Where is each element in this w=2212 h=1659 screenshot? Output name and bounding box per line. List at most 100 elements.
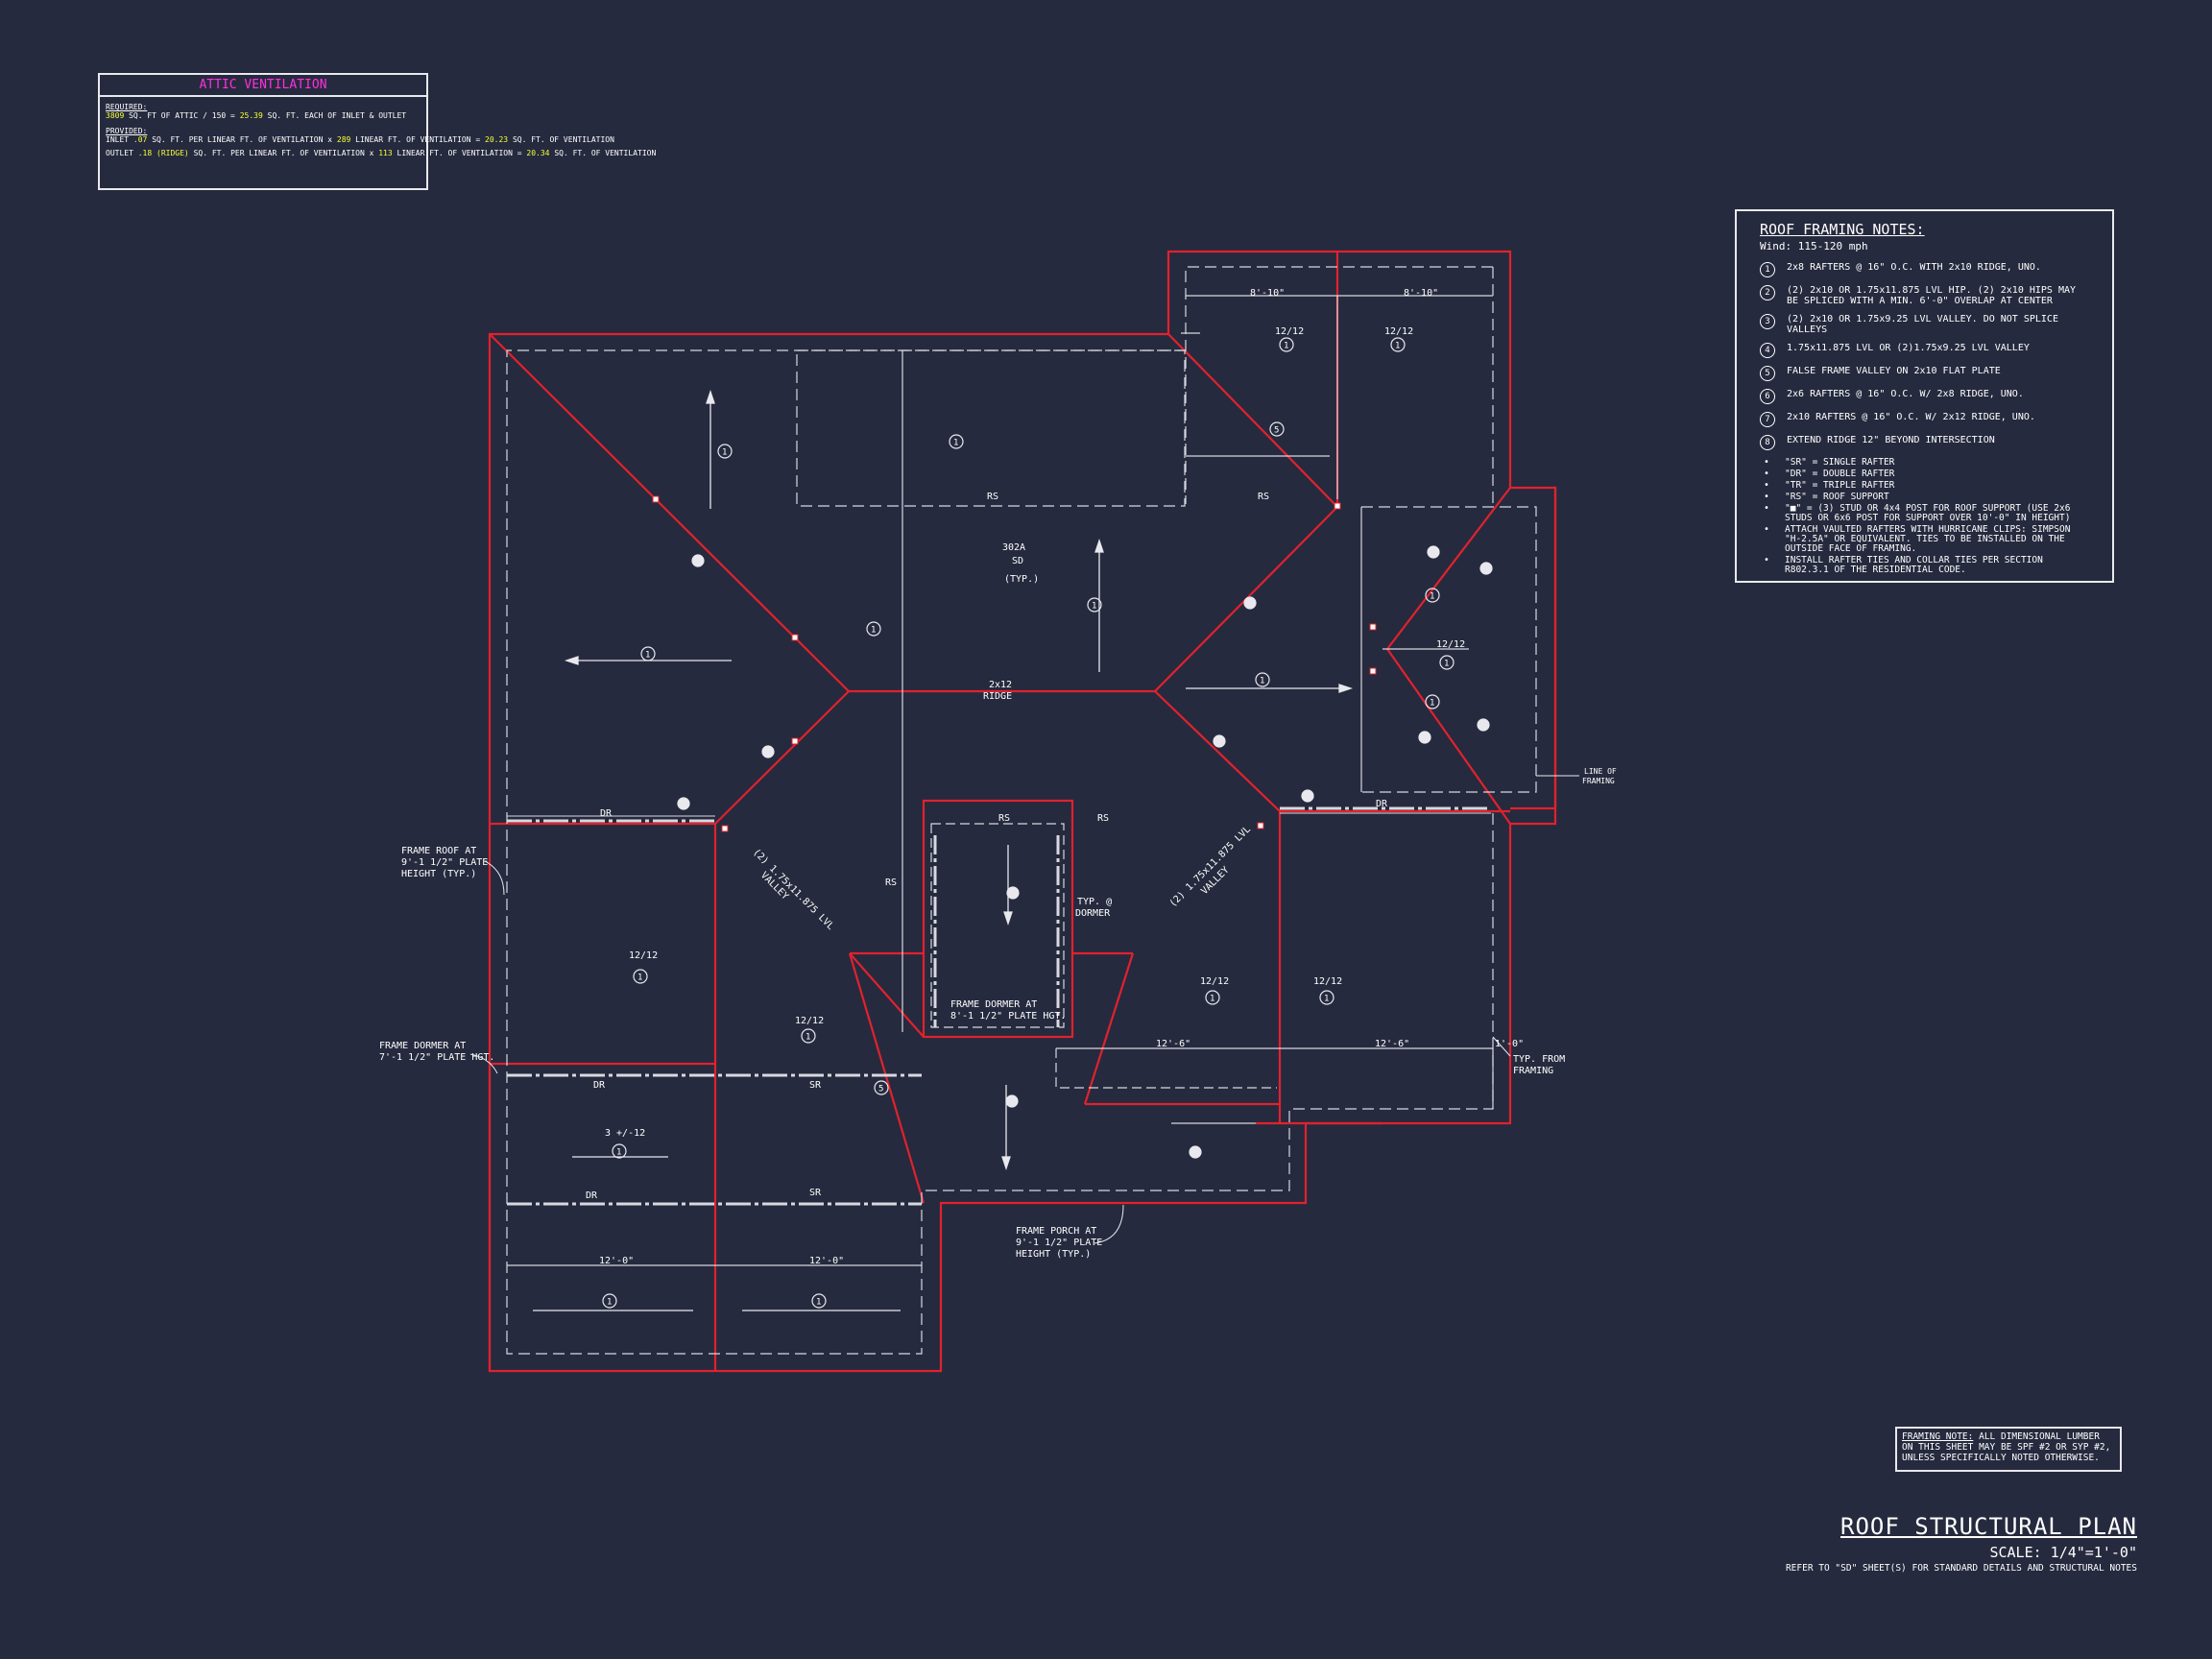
bullet-icon: • [1764, 492, 1769, 502]
label-sd-tag: SD [1012, 556, 1023, 566]
note-text: 2x10 RAFTERS @ 16" O.C. W/ 2x12 RIDGE, U… [1787, 412, 2035, 422]
framing-bullet-item: •"■" = (3) STUD OR 4x4 POST FOR ROOF SUP… [1760, 504, 2089, 523]
label-pitch: 3 +/-12 [605, 1128, 645, 1139]
bullet-icon: • [1764, 480, 1769, 491]
bullet-text: INSTALL RAFTER TIES AND COLLAR TIES PER … [1785, 555, 2043, 575]
note-ref-label: 1 [1092, 602, 1096, 612]
note-ref-label: 1 [607, 1298, 612, 1308]
label-dim: 1'-0" [1495, 1039, 1524, 1049]
bullet-icon: • [1764, 457, 1769, 468]
post-marker [791, 634, 799, 641]
hip-ref-symbol [1243, 596, 1257, 610]
framing-note-item: 3(2) 2x10 OR 1.75x9.25 LVL VALLEY. DO NO… [1760, 314, 2089, 335]
label-rs: RS [1258, 492, 1269, 502]
bullet-text: "DR" = DOUBLE RAFTER [1785, 469, 1895, 479]
vent-outlet-lf-text: LINEAR FT. OF VENTILATION = [397, 149, 522, 157]
post-marker [791, 737, 799, 745]
note-ref-label: 1 [1430, 699, 1434, 709]
label-dim: 8'-10" [1250, 288, 1285, 299]
callout-frame-dormer-left: 7'-1 1/2" PLATE HGT. [379, 1052, 494, 1063]
label-dr: DR [586, 1190, 598, 1201]
note-ref-label: 1 [1444, 660, 1449, 669]
attic-ventilation-table: ATTIC VENTILATION REQUIRED: 3809 SQ. FT … [98, 73, 656, 190]
note-ref-symbol [1319, 990, 1334, 1005]
vent-inlet-row: INLET .07 SQ. FT. PER LINEAR FT. OF VENT… [106, 135, 614, 145]
framing-bullet-item: •"RS" = ROOF SUPPORT [1760, 493, 2089, 502]
label-ridge-2x12: 2x12 [989, 680, 1012, 690]
framing-bullet-item: • "DR" = DOUBLE RAFTER [1760, 469, 2089, 479]
vent-inlet-label: INLET [106, 135, 130, 144]
callout-frame-porch: HEIGHT (TYP.) [1016, 1249, 1091, 1260]
framing-note-label: FRAMING NOTE: [1902, 1431, 1974, 1442]
hip-ref-symbol [1427, 545, 1440, 559]
note-ref-symbol [1255, 672, 1270, 687]
note-ref-label: 1 [805, 1033, 810, 1043]
label-dr: DR [593, 1080, 606, 1091]
notes-bullets: •"SR" = SINGLE RAFTER•"DR" = DOUBLE RAFT… [1760, 458, 2089, 575]
label-rs: RS [885, 878, 897, 888]
callout-typ-from-framing: TYP. FROM [1513, 1054, 1565, 1065]
label-sd-ref: 302A [1002, 542, 1025, 553]
note-number: 6 [1760, 389, 1775, 404]
note-ref-symbol [1269, 421, 1285, 437]
label-typ-dormer: TYP. @ [1077, 897, 1112, 907]
plan-callouts: FRAME ROOF AT 9'-1 1/2" PLATE HEIGHT (TY… [379, 767, 1617, 1260]
label-pitch: 12/12 [1275, 326, 1304, 337]
label-pitch: 12/12 [1313, 976, 1342, 987]
hip-ref-symbol [677, 797, 690, 810]
label-pitch: 12/12 [1436, 639, 1465, 650]
hip-ref-symbol [761, 745, 775, 758]
vent-outlet-text: SQ. FT. PER LINEAR FT. OF VENTILATION x [193, 149, 374, 157]
vent-outlet-result: 20.34 [526, 149, 550, 157]
note-ref-symbol [612, 1143, 627, 1159]
vent-required-result: 25.39 [239, 111, 263, 120]
post-marker [1369, 667, 1377, 675]
label-valley-lvl: (2) 1.75x11.875 LVL [751, 847, 836, 932]
label-dr: DR [600, 808, 613, 819]
label-typ: (TYP.) [1004, 574, 1039, 585]
vent-inlet-lf-text: LINEAR FT. OF VENTILATION = [355, 135, 481, 144]
bullet-text: "■" = (3) STUD OR 4x4 POST FOR ROOF SUPP… [1785, 503, 2071, 523]
framing-note-item: 2(2) 2x10 OR 1.75x11.875 LVL HIP. (2) 2x… [1760, 285, 2089, 306]
note-ref-label: 1 [953, 439, 958, 448]
note-ref-symbol [1425, 588, 1440, 603]
callout-frame-roof: HEIGHT (TYP.) [401, 869, 476, 879]
bullet-icon: • [1764, 524, 1769, 535]
note-text: (2) 2x10 OR 1.75x11.875 LVL HIP. (2) 2x1… [1787, 285, 2077, 306]
callout-frame-roof: 9'-1 1/2" PLATE [401, 857, 488, 868]
vent-inlet-value: .07 [132, 135, 148, 144]
note-ref-symbol [717, 444, 733, 459]
label-pitch: 12/12 [795, 1016, 824, 1026]
note-ref-symbol [633, 969, 648, 984]
note-ref-label: 1 [637, 974, 642, 983]
note-ref-symbol [811, 1293, 827, 1309]
vent-inlet-text: SQ. FT. PER LINEAR FT. OF VENTILATION x [152, 135, 333, 144]
label-dr: DR [1376, 799, 1388, 809]
plan-title: ROOF STRUCTURAL PLAN [1840, 1513, 2137, 1540]
hip-ref-symbol [1479, 562, 1493, 575]
note-number: 5 [1760, 366, 1775, 381]
hip-ref-symbol [1006, 886, 1020, 900]
note-text: 2x6 RAFTERS @ 16" O.C. W/ 2x8 RIDGE, UNO… [1787, 389, 2024, 399]
note-ref-symbol [602, 1293, 617, 1309]
vent-required-row: 3809 SQ. FT OF ATTIC / 150 = 25.39 SQ. F… [106, 111, 421, 121]
callout-frame-porch: 9'-1 1/2" PLATE [1016, 1238, 1102, 1248]
vent-required-suffix: SQ. FT. EACH OF INLET & OUTLET [267, 111, 407, 120]
note-ref-symbol [1425, 694, 1440, 709]
label-sr: SR [809, 1080, 822, 1091]
note-ref-symbol [640, 646, 656, 661]
note-text: FALSE FRAME VALLEY ON 2x10 FLAT PLATE [1787, 366, 2001, 376]
note-text: (2) 2x10 OR 1.75x9.25 LVL VALLEY. DO NOT… [1787, 314, 2058, 335]
title-block: ROOF STRUCTURAL PLAN SCALE: 1/4"=1'-0" R… [1786, 1513, 2137, 1574]
label-dim: 8'-10" [1404, 288, 1438, 299]
label-dormer: DORMER [1075, 908, 1111, 919]
bullet-icon: • [1764, 469, 1769, 479]
vent-required-text: SQ. FT OF ATTIC / 150 = [129, 111, 235, 120]
hip-ref-symbol [691, 554, 705, 567]
note-ref-symbol [1087, 597, 1102, 613]
rafter-arrows [533, 389, 1354, 1311]
hip-ref-symbol [1213, 734, 1226, 748]
vent-provided-label: PROVIDED: [106, 127, 148, 135]
